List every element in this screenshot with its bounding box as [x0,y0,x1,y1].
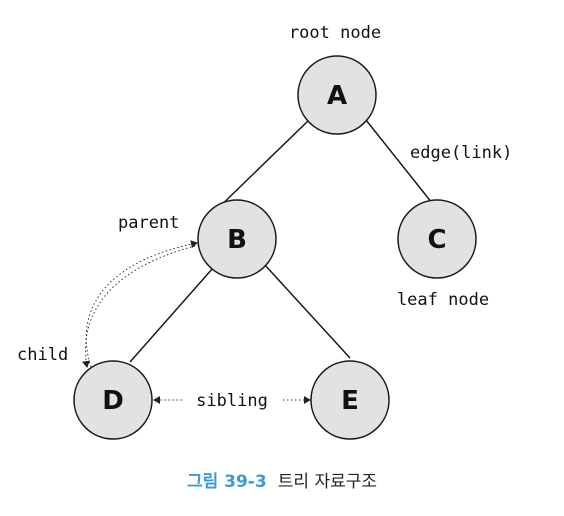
edge-label: edge(link) [410,143,512,163]
parent-arrow [85,240,198,368]
node-a: A [297,55,377,135]
node-b-circle [197,199,277,279]
node-b-label: B [227,225,247,255]
node-d: D [73,360,153,440]
caption-title: 트리 자료구조 [278,472,377,492]
node-c: C [397,199,477,279]
node-e: E [310,360,390,440]
node-d-circle [73,360,153,440]
edge-a-c [365,119,437,209]
node-b: B [197,199,277,279]
parent-label: parent [118,213,179,233]
node-e-label: E [341,386,359,416]
sibling-label: sibling [196,391,268,411]
child-label: child [17,345,68,365]
node-c-label: C [427,225,446,255]
node-e-circle [310,360,390,440]
edge-b-e [263,263,351,359]
edge-a-b [208,119,310,218]
node-d-label: D [102,386,124,416]
caption-number: 그림 39-3 [187,472,267,492]
figure-caption: 그림 39-3 트리 자료구조 [187,472,377,492]
node-a-circle [297,55,377,135]
root-node-label: root node [289,23,381,43]
edge-b-d [129,267,214,363]
node-c-circle [397,199,477,279]
child-arrow [82,244,200,368]
leaf-node-label: leaf node [397,290,489,310]
node-a-label: A [327,81,347,111]
